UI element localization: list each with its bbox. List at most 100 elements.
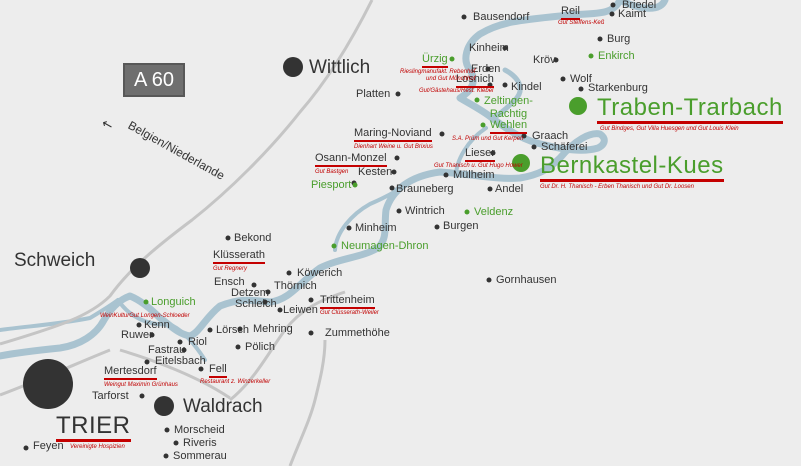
village-zeltingen-rachtig: Zeltingen- Rachtig	[484, 95, 533, 121]
town-wittlich: Wittlich	[309, 57, 371, 78]
village-schleich: Schleich	[235, 298, 277, 310]
town-traben-trarbach: Traben-Trarbach	[597, 96, 783, 124]
village-reil: Reil	[561, 6, 580, 20]
village-fastrau: Fastrau	[148, 344, 186, 356]
village-koewerich: Köwerich	[297, 267, 343, 279]
village-riol: Riol	[188, 336, 207, 348]
village-zummethoehe: Zummethöhe	[325, 327, 390, 339]
village-mertesdorf: Mertesdorf	[104, 366, 157, 380]
south-road	[288, 339, 327, 466]
village-burg: Burg	[607, 33, 631, 45]
wittlich-marker	[283, 57, 303, 77]
village-ensch: Ensch	[214, 276, 245, 288]
village-burgen: Burgen	[443, 220, 479, 232]
village-leiwen: Leiwen	[283, 304, 318, 316]
bernkastel-marker	[512, 154, 530, 172]
winery-note-trittenheim: Gut Clüsserath-Weiler	[320, 310, 379, 316]
winery-note-maring-noviand: Dienhart Weine u. Gut Brixius	[354, 144, 433, 150]
village-wintrich: Wintrich	[405, 205, 445, 217]
ruwer-river	[116, 298, 207, 362]
village-uerzig: Ürzig	[422, 54, 448, 68]
village-kaimt: Kaimt	[618, 8, 647, 20]
village-kluesserath: Klüsserath	[213, 250, 265, 264]
village-riveris: Riveris	[183, 437, 217, 449]
village-morscheid: Morscheid	[174, 424, 225, 436]
town-bernkastel-kues: Bernkastel-Kues	[540, 154, 724, 182]
village-detzem: Detzem	[231, 287, 269, 299]
kyll-river	[0, 298, 120, 332]
village-longuich: Longuich	[151, 296, 196, 308]
winery-note-fell: Restaurant z. Winzerkeller	[200, 379, 271, 385]
winery-note-lieser: Gut Thanisch u. Gut Hugo Hower	[434, 163, 523, 169]
village-andel: Andel	[495, 183, 524, 195]
trier-marker	[23, 359, 73, 409]
village-maring-noviand: Maring-Noviand	[354, 128, 432, 142]
schweich-marker	[130, 258, 150, 278]
village-kenn: Kenn	[144, 319, 170, 331]
village-trittenheim: Trittenheim	[320, 295, 375, 309]
village-minheim: Minheim	[355, 222, 397, 234]
moselle-river	[0, 0, 624, 360]
lieser-river	[454, 126, 488, 178]
village-ruwer: Ruwer	[121, 329, 153, 341]
village-bekond: Bekond	[234, 232, 272, 244]
village-wehlen: Wehlen	[490, 120, 528, 134]
village-kesten: Kesten	[358, 166, 393, 178]
moselle-side-arm	[489, 67, 523, 121]
winery-note-wehlen: S.A. Prüm und Gut Kerpen	[452, 136, 524, 142]
village-osann-monzel: Osann-Monzel	[315, 153, 387, 167]
village-wolf: Wolf	[570, 73, 592, 85]
village-starkenburg: Starkenburg	[588, 82, 648, 94]
village-mehring: Mehring	[253, 323, 293, 335]
village-erden: Erden	[471, 63, 501, 75]
village-eitelsbach: Eitelsbach	[155, 355, 206, 367]
dhron-river	[333, 180, 412, 252]
village-brauneberg: Brauneberg	[396, 183, 454, 195]
winery-note-traben-trarbach: Gut Bindges, Gut Villa Huesgen und Gut L…	[600, 126, 739, 132]
waldrach-marker	[154, 396, 174, 416]
village-poelich: Pölich	[245, 341, 275, 353]
village-neumagen-dhron: Neumagen-Dhron	[341, 240, 429, 252]
village-lieser: Lieser	[465, 148, 495, 162]
winery-note-reil: Gut Steffens-Keß	[558, 20, 605, 26]
village-sommerau: Sommerau	[173, 450, 227, 462]
wine-village-dots	[143, 53, 594, 305]
winery-note-trier: Vereinigte Hospizien	[70, 444, 125, 450]
east-road	[229, 290, 346, 402]
a60-road	[0, 0, 374, 346]
village-fell: Fell	[209, 364, 227, 378]
village-gornhausen: Gornhausen	[496, 274, 557, 286]
village-piesport: Piesport	[311, 179, 352, 191]
town-schweich: Schweich	[14, 250, 96, 271]
village-kroev: Kröv	[533, 54, 556, 66]
moselle-upper-bend	[616, 0, 669, 12]
winery-note-uerzig: Rieslingmanufakt. Rebenhof und Gut Mönch…	[400, 69, 476, 82]
winery-note-kluesserath: Gut Regnery	[213, 266, 248, 272]
winery-note-mertesdorf: Weingut Maximin Grünhaus	[104, 382, 178, 388]
village-thoernich: Thörnich	[274, 280, 317, 292]
village-tarforst: Tarforst	[92, 390, 129, 402]
town-waldrach: Waldrach	[183, 396, 263, 417]
winery-note-longuich: WeinKulturGut Longen-Schloeder	[100, 313, 190, 319]
winery-note-osann-monzel: Gut Bastgen	[315, 169, 349, 175]
traben-marker	[569, 97, 587, 115]
village-schaeferei: Schäferei	[541, 141, 588, 153]
village-kindel: Kindel	[511, 81, 542, 93]
winery-note-losnich: Gut/Gästehaus/Rest. Klebel	[419, 88, 494, 94]
village-muelheim: Mülheim	[453, 169, 495, 181]
village-bausendorf: Bausendorf	[473, 11, 530, 23]
village-losnich: Losnich	[456, 74, 494, 88]
winery-note-bernkastel-kues: Gut Dr. H. Thanisch - Erben Thanisch und…	[540, 184, 694, 190]
village-graach: Graach	[532, 130, 569, 142]
village-dots	[23, 2, 616, 459]
trier-road	[119, 348, 231, 400]
village-kinheim: Kinheim	[469, 42, 509, 54]
a60-highway-badge: A 60	[123, 63, 185, 97]
town-trier: TRIER	[56, 414, 131, 442]
village-loersch: Lörsch	[216, 324, 250, 336]
village-veldenz: Veldenz	[474, 206, 514, 218]
village-platten: Platten	[356, 88, 391, 100]
village-feyen: Feyen	[33, 440, 64, 452]
